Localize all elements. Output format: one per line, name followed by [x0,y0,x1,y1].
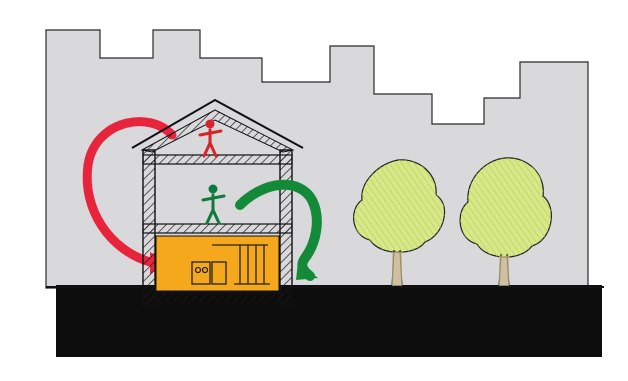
basement-room [156,236,279,291]
ground [56,285,602,357]
